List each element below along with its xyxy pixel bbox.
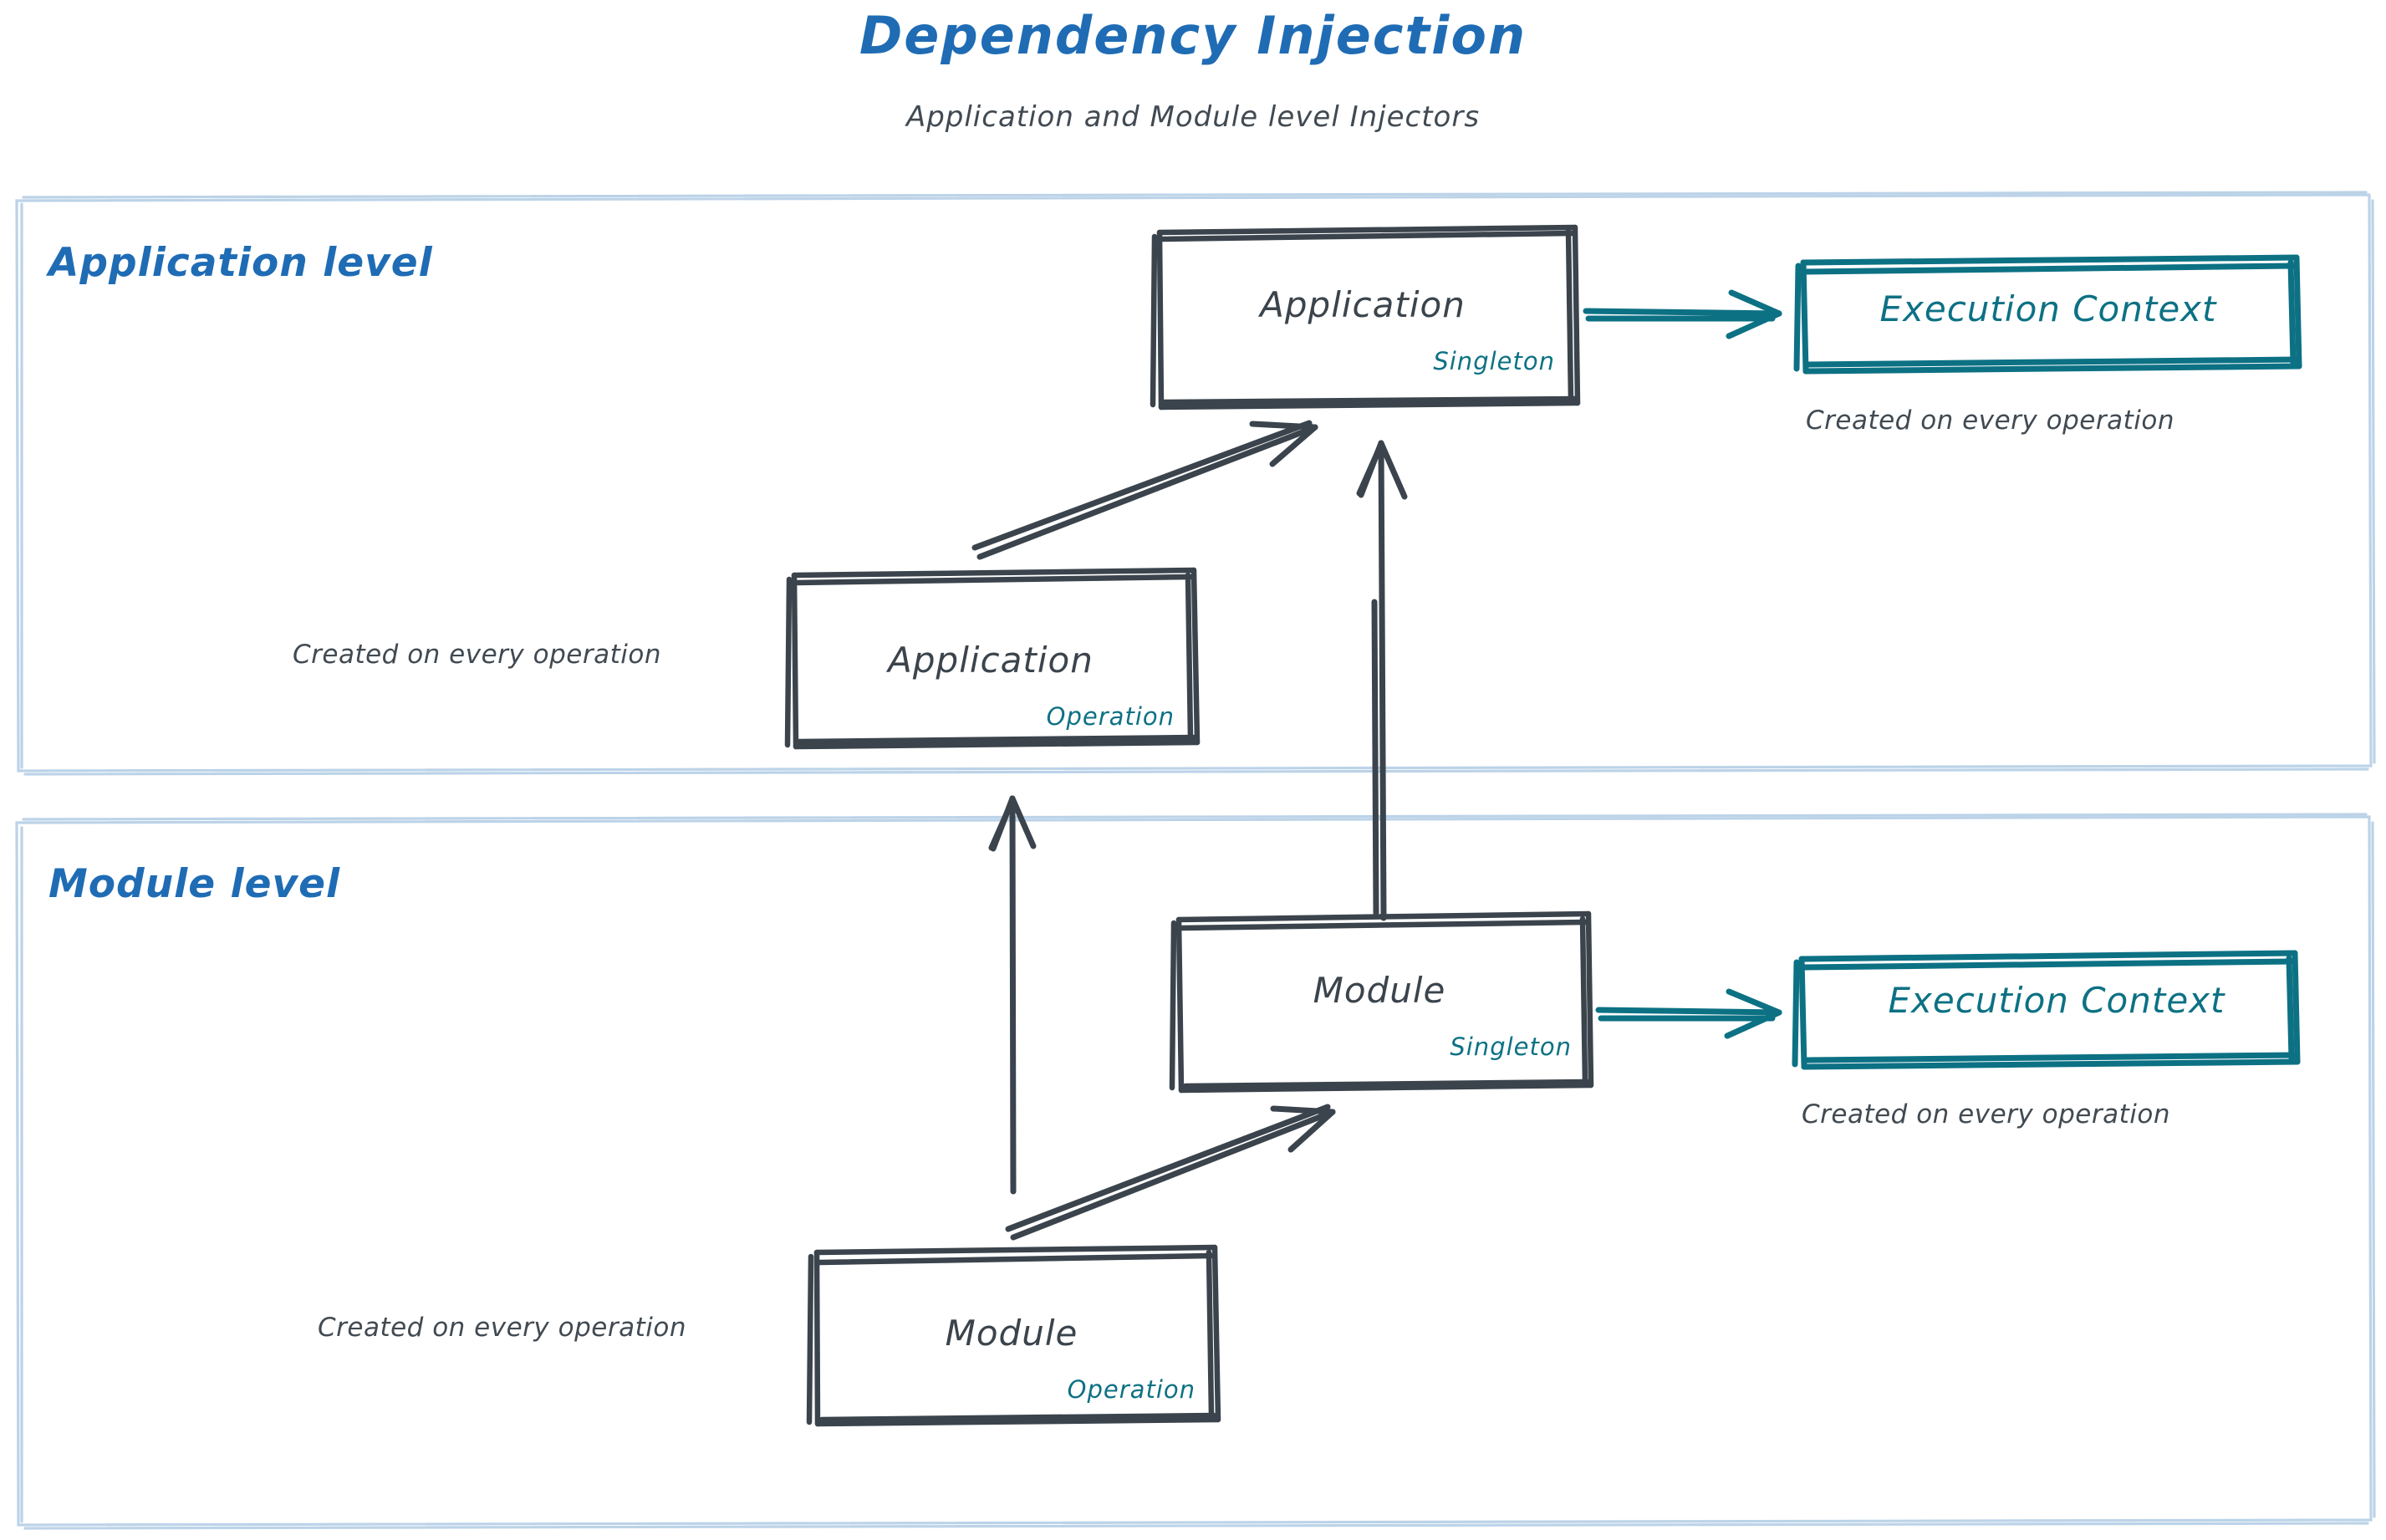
lane-application-level xyxy=(15,191,2376,776)
caption-module-operation: Created on every operation xyxy=(318,1313,686,1343)
caption-module-execution-context: Created on every operation xyxy=(1802,1099,2170,1130)
edge-module-singleton-to-application-singleton xyxy=(1356,440,1408,921)
node-application-operation[interactable] xyxy=(784,567,1201,750)
node-label-application-operation: Application xyxy=(888,640,1094,681)
page-title: Dependency Injection xyxy=(859,5,1527,66)
edge-application-operation-to-application-singleton xyxy=(971,420,1318,560)
caption-application-operation: Created on every operation xyxy=(293,640,661,670)
lane-label-module-level: Module level xyxy=(48,861,341,907)
lane-module-level xyxy=(15,813,2376,1530)
edge-module-operation-to-application-lane xyxy=(988,795,1037,1195)
caption-application-execution-context: Created on every operation xyxy=(1806,405,2174,436)
node-label-application-execution-context: Execution Context xyxy=(1879,288,2217,329)
node-application-singleton[interactable] xyxy=(1150,224,1581,410)
node-module-singleton[interactable] xyxy=(1169,910,1594,1094)
page-subtitle: Application and Module level Injectors xyxy=(905,100,1481,134)
node-stereotype-module-operation: Operation xyxy=(1067,1375,1196,1404)
node-label-application-singleton: Application xyxy=(1260,284,1466,325)
edge-module-operation-to-module-singleton xyxy=(1005,1104,1336,1241)
node-label-module-operation: Module xyxy=(945,1313,1078,1354)
node-application-execution-context[interactable] xyxy=(1793,254,2302,375)
lane-label-application-level: Application level xyxy=(48,240,433,286)
node-stereotype-application-operation: Operation xyxy=(1046,702,1175,731)
node-label-module-execution-context: Execution Context xyxy=(1888,980,2225,1021)
node-module-execution-context[interactable] xyxy=(1792,950,2301,1070)
node-label-module-singleton: Module xyxy=(1313,970,1446,1011)
edge-application-singleton-to-execution-context xyxy=(1583,289,1782,339)
node-module-operation[interactable] xyxy=(806,1244,1221,1427)
node-stereotype-module-singleton: Singleton xyxy=(1450,1033,1572,1061)
edge-module-singleton-to-execution-context xyxy=(1595,988,1782,1039)
node-stereotype-application-singleton: Singleton xyxy=(1433,347,1555,375)
